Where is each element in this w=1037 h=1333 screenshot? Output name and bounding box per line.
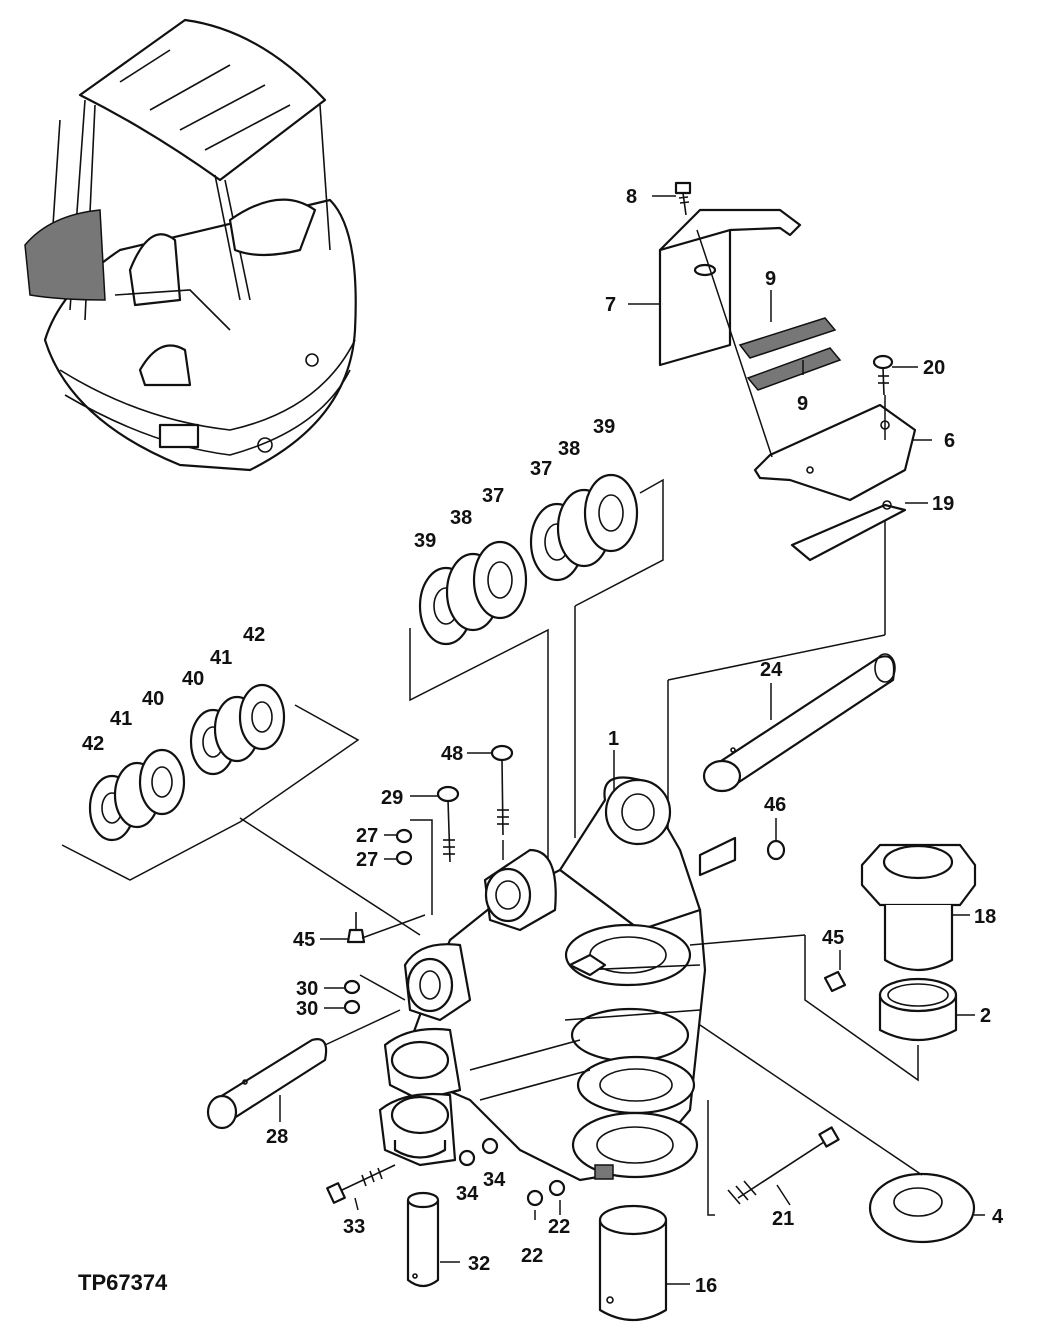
- callout-6: 6: [944, 430, 955, 452]
- pin-28: [206, 1009, 401, 1130]
- nut-22-icon: [526, 1179, 566, 1207]
- callout-45-left: 45: [293, 929, 315, 951]
- callout-9-top: 9: [765, 268, 776, 290]
- callout-2: 2: [980, 1005, 991, 1027]
- callout-34-right: 34: [483, 1169, 506, 1191]
- pin-24: [702, 653, 896, 793]
- callout-37-right: 37: [530, 458, 552, 480]
- fitting-45-left-icon: [346, 912, 426, 944]
- swing-frame: [378, 776, 707, 1182]
- callout-39-left: 39: [414, 530, 436, 552]
- callout-4: 4: [992, 1206, 1004, 1228]
- nut-34-icon: [458, 1137, 499, 1167]
- bolt-29-icon: [436, 785, 460, 863]
- callout-38-right: 38: [558, 438, 580, 460]
- callout-38-left: 38: [450, 507, 472, 529]
- callout-46: 46: [764, 794, 786, 816]
- callout-41-right: 41: [210, 647, 232, 669]
- callout-39-right: 39: [593, 416, 615, 438]
- shim-stack-upper: [409, 473, 664, 870]
- nut-27-icon: [395, 819, 433, 915]
- callout-40-left: 40: [142, 688, 164, 710]
- callout-29: 29: [381, 787, 403, 809]
- callout-19: 20: [923, 357, 945, 379]
- shim-stack-lower: [61, 683, 421, 936]
- pin-16: [860, 843, 977, 971]
- callout-45-right: 45: [822, 927, 844, 949]
- fitting-46-icon: [698, 836, 786, 877]
- bolt-33-icon: [326, 1164, 396, 1204]
- callout-7: 7: [605, 294, 616, 316]
- callout-16: 18: [974, 906, 996, 928]
- callout-27-top: 27: [356, 825, 378, 847]
- pin-32: [393, 1140, 447, 1288]
- fitting-45-right-icon: [823, 970, 847, 993]
- guard-assembly: [658, 181, 917, 905]
- callout-30-bottom: 30: [296, 998, 318, 1020]
- excavator-thumbnail: [24, 18, 357, 472]
- callout-30-top: 30: [296, 978, 318, 1000]
- callout-leaders: [279, 195, 985, 1285]
- washer-4: [868, 1172, 976, 1244]
- callout-28: 28: [266, 1126, 288, 1148]
- callout-27-bottom: 27: [356, 849, 378, 871]
- figure-code: TP67374: [78, 1270, 168, 1295]
- bolt-48-icon: [490, 744, 514, 860]
- pin-20: [598, 1204, 668, 1321]
- callout-34-left: 34: [456, 1183, 479, 1205]
- bolt-21-icon: [707, 1100, 840, 1216]
- callout-33: 33: [343, 1216, 365, 1238]
- nut-30-icon: [343, 974, 406, 1015]
- callout-32: 32: [468, 1253, 490, 1275]
- callout-labels: 8 7 9 9 20 6 19 39 38 37 37 38 39 42 41 …: [78, 186, 1004, 1297]
- callout-9-bottom: 9: [797, 393, 808, 415]
- callout-22-right: 22: [548, 1216, 570, 1238]
- callout-24: 24: [760, 659, 783, 681]
- callout-40-right: 40: [182, 668, 204, 690]
- callout-48: 48: [441, 743, 463, 765]
- bushing-2: [878, 977, 958, 1042]
- callout-1: 1: [608, 728, 619, 750]
- callout-42-left: 42: [82, 733, 104, 755]
- callout-41-left: 41: [110, 708, 132, 730]
- callout-20: 16: [695, 1275, 717, 1297]
- callout-number-21: 21: [772, 1208, 794, 1230]
- bolt-19-icon: [872, 354, 894, 396]
- callout-18: 19: [932, 493, 954, 515]
- callout-8: 8: [626, 186, 637, 208]
- bolt-8-icon: [674, 181, 692, 216]
- callout-37-left: 37: [482, 485, 504, 507]
- callout-42-right: 42: [243, 624, 265, 646]
- callout-22-left: 22: [521, 1245, 543, 1267]
